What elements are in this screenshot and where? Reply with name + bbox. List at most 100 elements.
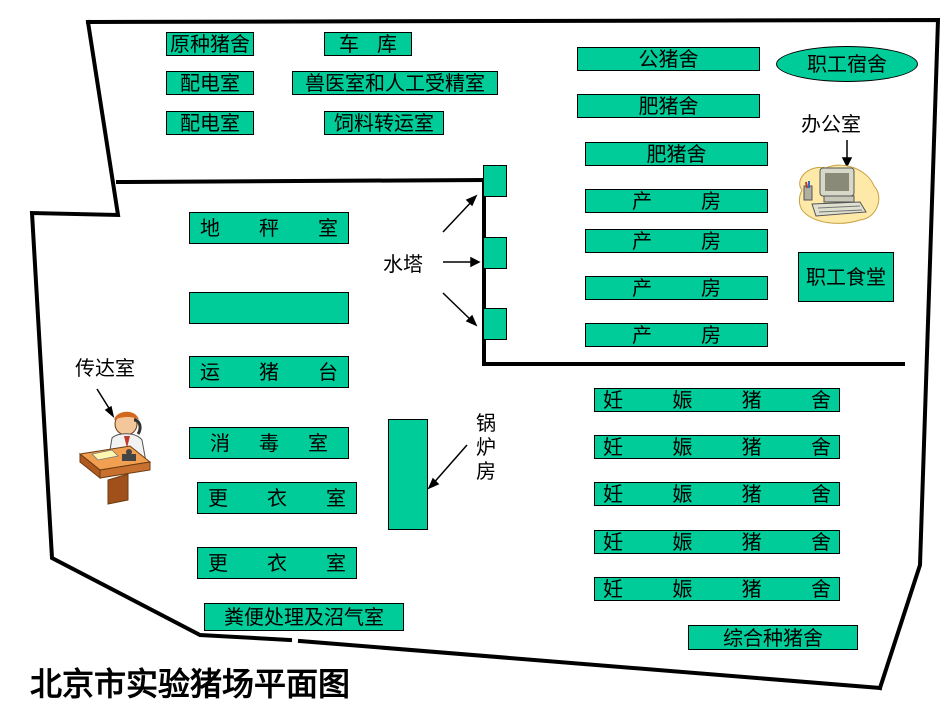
gestation-char: 猪 — [741, 482, 762, 506]
inner-wall-top — [115, 177, 487, 185]
weighbridge-room: 地秤室 — [189, 212, 349, 244]
fattening-house-2: 肥猪舍 — [585, 142, 768, 166]
computer-icon — [798, 164, 880, 224]
gestation-char: 猪 — [741, 577, 762, 601]
office-label: 办公室 — [801, 112, 861, 136]
gestation-char: 娠 — [672, 435, 693, 459]
loading-char: 台 — [318, 360, 338, 384]
disinfection-char: 毒 — [259, 431, 279, 455]
boiler-label-char: 房 — [476, 459, 496, 483]
garage-char: 车 — [339, 32, 359, 56]
unlabeled-room — [189, 292, 349, 324]
changing-char: 衣 — [267, 486, 287, 510]
garage-char: 库 — [377, 32, 397, 56]
gestation-char: 舍 — [810, 435, 831, 459]
gestation-char: 妊 — [603, 482, 623, 506]
gestation-house-5: 妊娠猪舍 — [594, 577, 840, 601]
boiler-room — [388, 419, 428, 530]
disinfection-char: 消 — [210, 431, 230, 455]
outer-boundary-wall-west — [29, 19, 293, 643]
pig-loading-platform: 运猪台 — [189, 356, 349, 388]
boiler-arrow — [430, 444, 468, 487]
gestation-char: 妊 — [603, 388, 623, 412]
arrowhead — [465, 314, 478, 327]
gestation-char: 妊 — [603, 530, 623, 554]
changing-char: 更 — [208, 486, 228, 510]
gestation-char: 猪 — [741, 388, 762, 412]
farrowing-room-1: 产房 — [585, 189, 768, 213]
gestation-char: 舍 — [810, 482, 831, 506]
loading-char: 运 — [200, 360, 220, 384]
manure-and-biogas-room: 粪便处理及沼气室 — [204, 603, 404, 631]
farrowing-char: 房 — [701, 323, 721, 347]
water-tower-3 — [483, 308, 507, 340]
staff-dormitory: 职工宿舍 — [776, 46, 918, 82]
staff-canteen: 职工食堂 — [798, 252, 894, 302]
outer-boundary-wall — [85, 17, 941, 691]
farrowing-room-3: 产房 — [585, 276, 768, 300]
power-room-1: 配电室 — [166, 71, 254, 95]
gestation-char: 妊 — [603, 435, 623, 459]
gestation-char: 娠 — [672, 482, 693, 506]
farrowing-char: 产 — [632, 323, 652, 347]
gestation-char: 娠 — [672, 388, 693, 412]
farrowing-char: 产 — [632, 276, 652, 300]
changing-char: 衣 — [267, 551, 287, 575]
water-tower-2 — [483, 237, 507, 269]
boiler-label-char: 炉 — [476, 435, 496, 459]
loading-char: 猪 — [259, 360, 279, 384]
receptionist-icon — [78, 411, 152, 505]
comprehensive-breeding-house: 综合种猪舍 — [688, 625, 858, 650]
gestation-house-2: 妊娠猪舍 — [594, 435, 840, 459]
disinfection-room: 消毒室 — [189, 427, 349, 459]
arrowhead — [470, 256, 481, 268]
farrowing-char: 房 — [701, 276, 721, 300]
gestation-house-3: 妊娠猪舍 — [594, 482, 840, 506]
changing-room-2: 更衣室 — [197, 547, 357, 579]
changing-char: 室 — [326, 551, 346, 575]
changing-char: 室 — [326, 486, 346, 510]
disinfection-char: 室 — [308, 431, 328, 455]
reception-label: 传达室 — [75, 356, 135, 380]
changing-room-1: 更衣室 — [197, 482, 357, 514]
farrowing-char: 房 — [701, 229, 721, 253]
weighbridge-char: 地 — [200, 216, 220, 240]
power-room-2: 配电室 — [166, 111, 254, 135]
gestation-house-1: 妊娠猪舍 — [594, 388, 840, 412]
farrowing-room-2: 产房 — [585, 229, 768, 253]
garage: 车库 — [324, 32, 412, 56]
page-title: 北京市实验猪场平面图 — [30, 665, 351, 703]
gestation-char: 猪 — [741, 435, 762, 459]
arrowhead — [427, 477, 440, 490]
breeding-pig-house: 原种猪舍 — [166, 32, 254, 56]
farrowing-room-4: 产房 — [585, 323, 768, 347]
weighbridge-char: 室 — [318, 216, 338, 240]
gestation-char: 舍 — [810, 530, 831, 554]
boiler-room-label: 锅 炉 房 — [474, 411, 498, 483]
arrowhead — [465, 194, 478, 207]
farrowing-char: 产 — [632, 189, 652, 213]
water-tower-label: 水塔 — [383, 252, 423, 276]
fattening-house-1: 肥猪舍 — [577, 94, 760, 118]
water-tower-arrow-down — [442, 292, 475, 324]
water-tower-1 — [483, 165, 507, 197]
gestation-char: 舍 — [810, 388, 831, 412]
arrowhead — [104, 405, 115, 419]
gestation-char: 妊 — [603, 577, 623, 601]
gestation-char: 舍 — [810, 577, 831, 601]
farrowing-char: 产 — [632, 229, 652, 253]
gestation-char: 猪 — [741, 530, 762, 554]
gestation-char: 娠 — [672, 530, 693, 554]
farrowing-char: 房 — [701, 189, 721, 213]
gestation-char: 娠 — [672, 577, 693, 601]
feed-transfer-room: 饲料转运室 — [324, 111, 444, 135]
gestation-house-4: 妊娠猪舍 — [594, 530, 840, 554]
vet-and-insemination-room: 兽医室和人工受精室 — [292, 71, 498, 95]
changing-char: 更 — [208, 551, 228, 575]
boar-house: 公猪舍 — [577, 47, 760, 71]
boiler-label-char: 锅 — [476, 411, 496, 435]
weighbridge-char: 秤 — [259, 216, 279, 240]
outer-boundary-wall-south — [297, 638, 883, 691]
